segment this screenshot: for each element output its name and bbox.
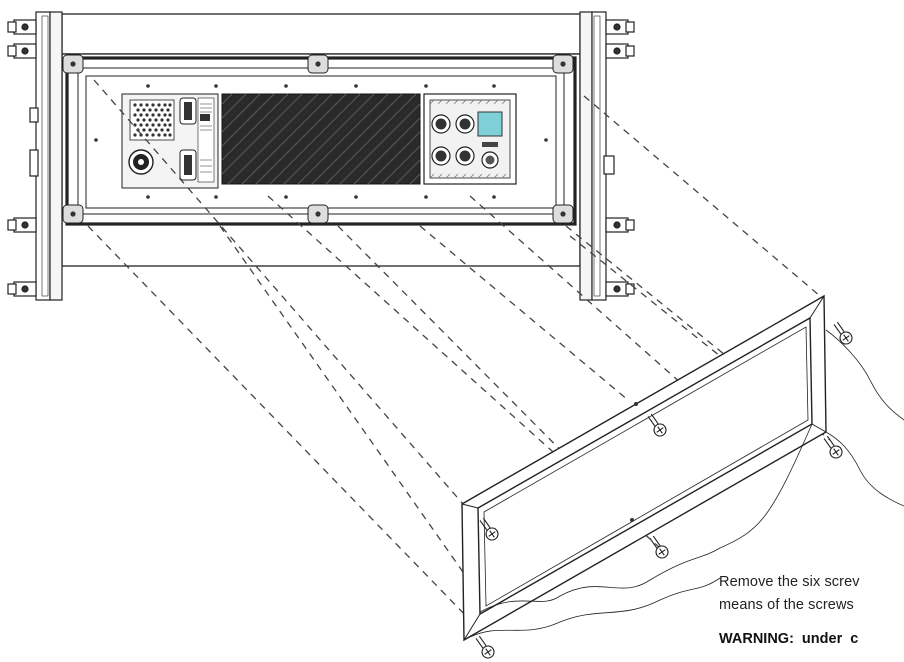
screw-icon <box>475 635 495 659</box>
rigging-bracket-right <box>579 11 635 301</box>
rigging-pin <box>605 19 635 297</box>
panel-screws <box>94 84 548 199</box>
screw-icon <box>649 535 669 559</box>
vent-grille <box>129 99 175 141</box>
warning-text: WARNING: under c <box>719 631 859 647</box>
screw-icon <box>833 321 853 345</box>
rigging-pin <box>7 19 37 297</box>
screw-icon <box>823 435 843 459</box>
caption-line-2: means of the screws <box>719 597 854 613</box>
screw-icon <box>647 413 667 437</box>
rigging-bracket-left <box>7 11 63 301</box>
screw-icon <box>479 517 499 541</box>
screws <box>475 321 853 659</box>
heatsink <box>221 93 421 185</box>
speaker-connector-icon <box>179 97 197 181</box>
xlr-connector-icon <box>431 114 475 166</box>
assembly-guide-lines <box>87 79 831 621</box>
speaker-connector-icon <box>128 149 154 175</box>
display-icon <box>477 111 503 137</box>
input-panel <box>423 93 517 185</box>
speaker-cabinet <box>61 13 581 267</box>
cover-frame <box>461 294 904 642</box>
caption-line-1: Remove the six screv <box>719 574 860 590</box>
